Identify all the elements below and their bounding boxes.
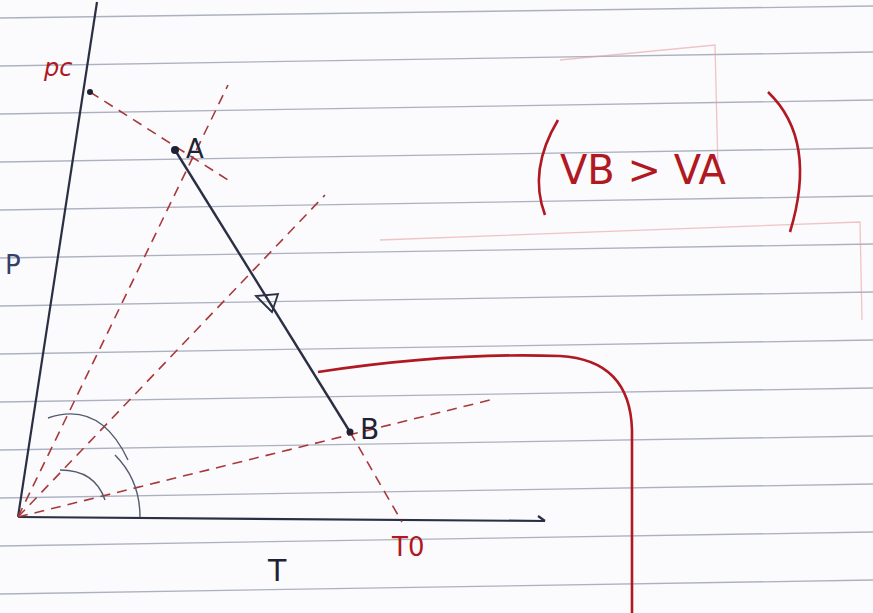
critical-pressure-label: pc [44, 56, 72, 80]
axes [18, 2, 545, 521]
axis-label: P [5, 252, 21, 278]
volume-note: VB > VA [560, 150, 726, 190]
temperature-label: T0 [392, 534, 424, 560]
red-marks [318, 92, 800, 613]
ruled-lines [0, 6, 873, 594]
axis-label: T [268, 556, 286, 586]
dashed-isochores [18, 85, 490, 522]
state-label: B [360, 416, 379, 444]
state-points [87, 89, 354, 436]
state-label: A [186, 136, 204, 162]
process-line [175, 150, 350, 432]
angle-arcs [48, 414, 140, 517]
faint-margin-boxes [380, 45, 862, 320]
